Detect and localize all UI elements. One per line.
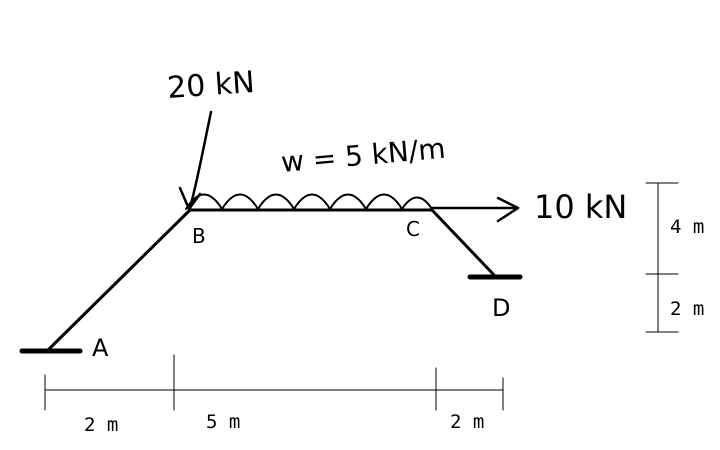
- point-load-vertical-label: 20 kN: [166, 65, 256, 106]
- arrowhead-right-icon: [496, 196, 520, 223]
- arrowhead-down-icon: [178, 186, 202, 211]
- point-load-horizontal-label: 10 kN: [534, 188, 627, 226]
- distributed-load-label: w = 5 kN/m: [280, 132, 447, 179]
- member-ab: [46, 208, 192, 352]
- point-load-horizontal: 10 kN: [430, 188, 627, 226]
- horizontal-dimensions: 2 m 5 m 2 m: [44, 354, 504, 436]
- member-cd: [430, 208, 497, 278]
- distributed-load-wave: [185, 193, 433, 210]
- dimension-label-v1: 4 m: [670, 216, 704, 238]
- dimension-label-v2: 2 m: [670, 298, 704, 320]
- load-arrow-vertical: [188, 110, 213, 210]
- dimension-label-h2: 5 m: [206, 411, 240, 433]
- node-label-d: D: [492, 294, 510, 322]
- node-label-a: A: [92, 334, 109, 362]
- frame-members: [46, 208, 497, 352]
- dimension-label-h1: 2 m: [84, 414, 118, 436]
- point-load-vertical: 20 kN: [166, 65, 256, 211]
- dimension-label-h3: 2 m: [450, 411, 484, 433]
- vertical-dimensions: 4 m 2 m: [645, 182, 704, 333]
- node-label-c: C: [406, 217, 420, 241]
- distributed-load: w = 5 kN/m: [185, 132, 447, 210]
- node-label-b: B: [192, 224, 206, 248]
